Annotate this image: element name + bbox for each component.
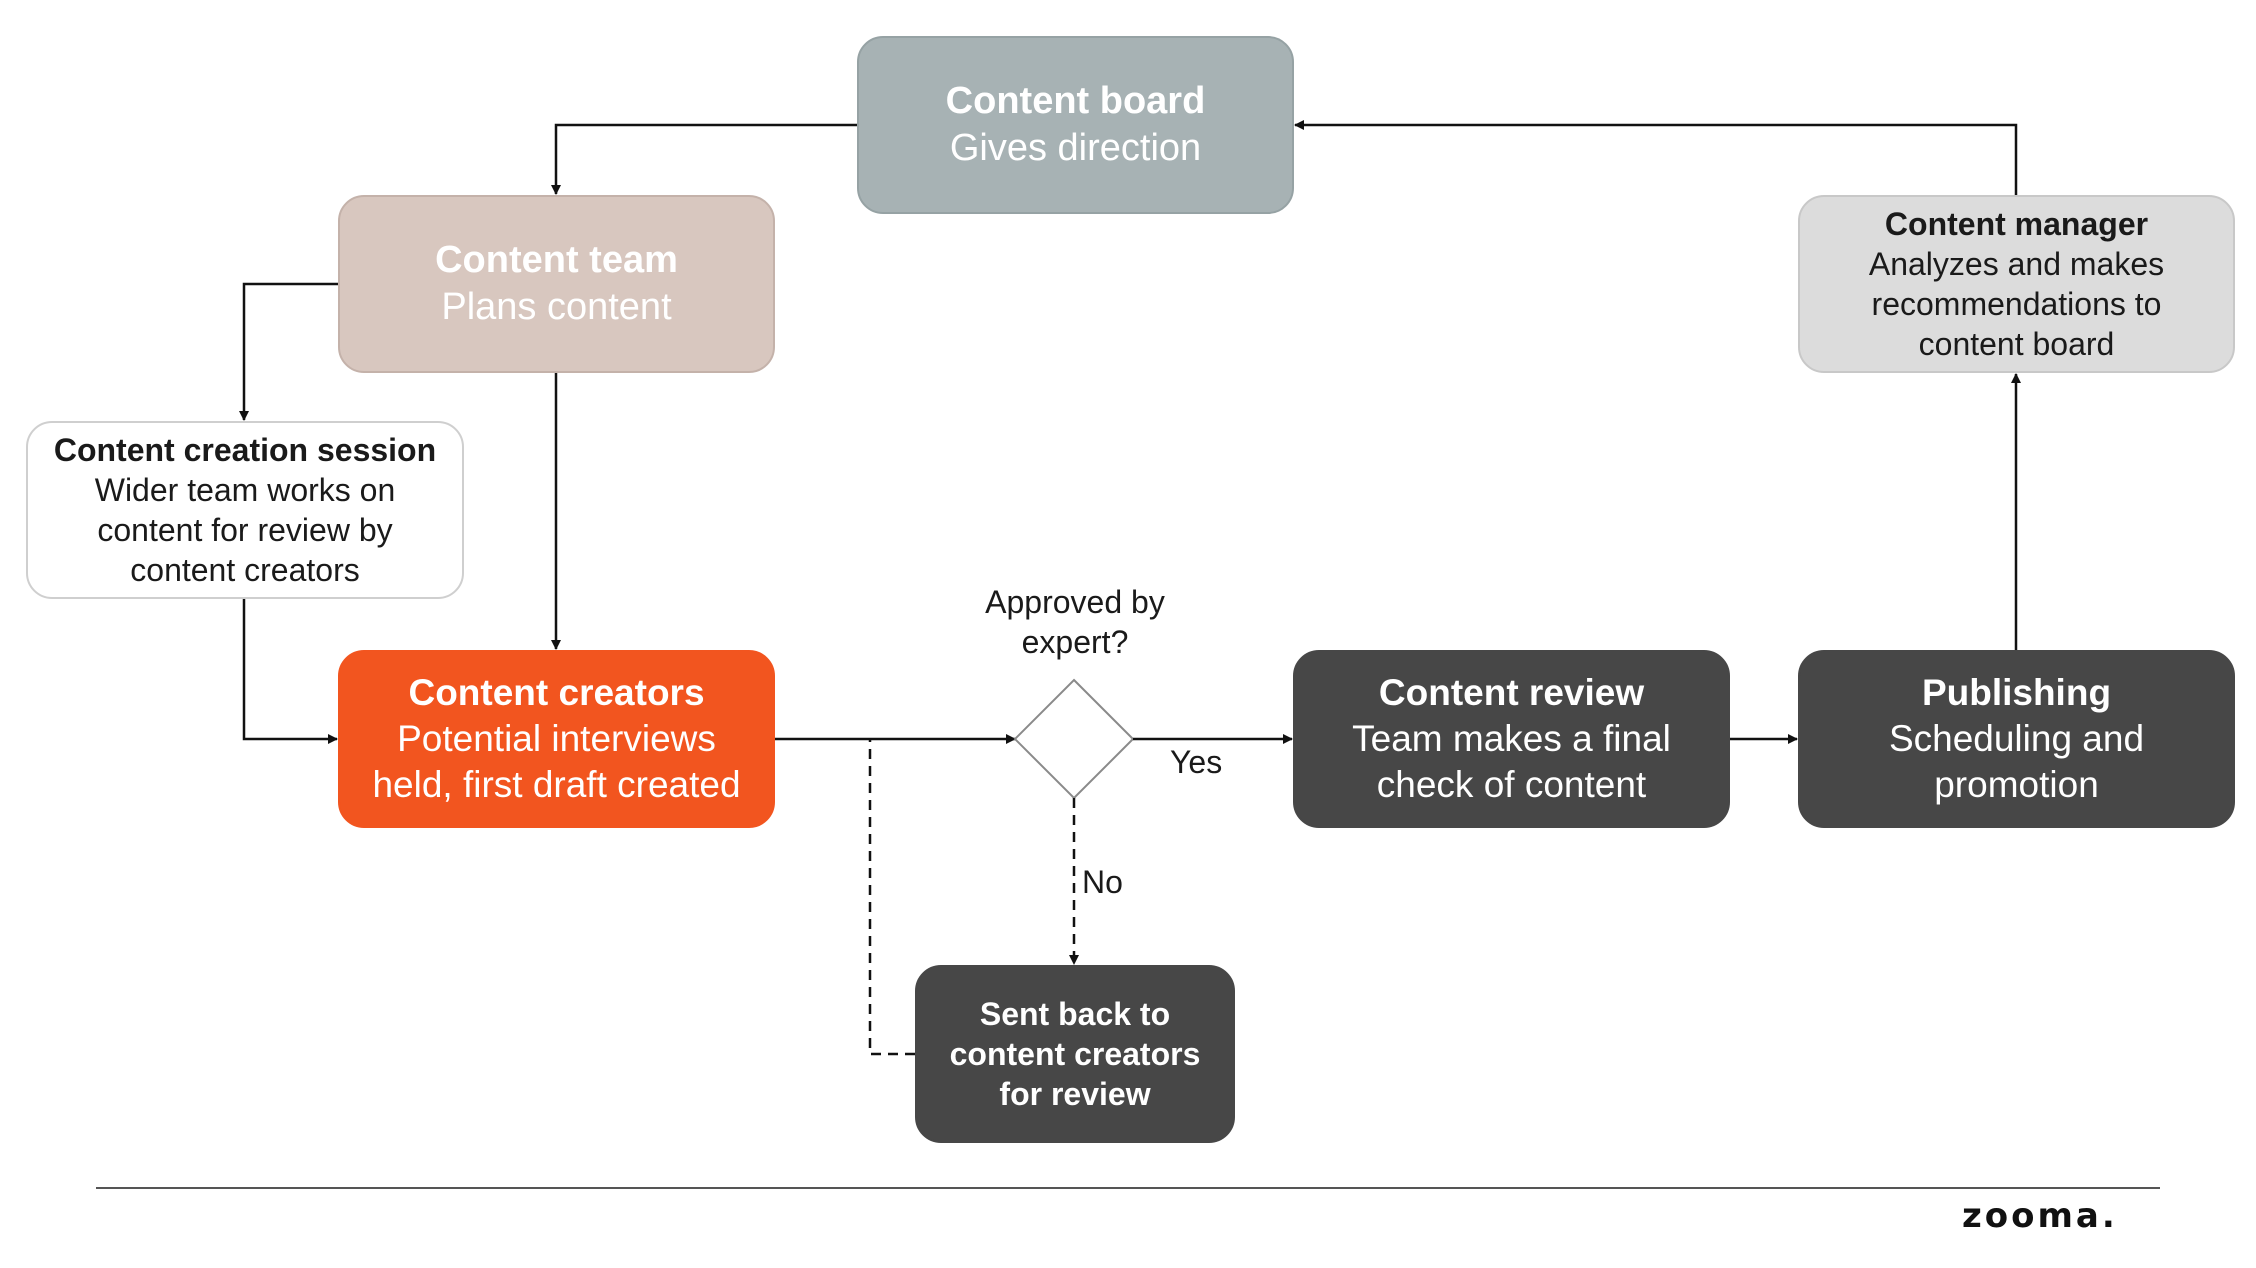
content-creation-session-box: Content creation session Wider team work… bbox=[26, 421, 464, 599]
zooma-logo: zooma. bbox=[1962, 1196, 2118, 1236]
content-review-desc-line: check of content bbox=[1376, 764, 1647, 806]
content-board-desc: Gives direction bbox=[949, 127, 1202, 169]
content-creators-desc-line: Potential interviews bbox=[397, 717, 716, 759]
content-review-desc-line: Team makes a final bbox=[1352, 717, 1671, 759]
sent-back-line: Sent back to bbox=[979, 996, 1171, 1032]
content-creation-session-desc-line: Wider team works on bbox=[94, 472, 396, 508]
content-creators-title: Content creators bbox=[408, 671, 705, 713]
dashed-loop-sentback-to-creators bbox=[868, 739, 915, 1056]
arrow-session-to-creators bbox=[242, 599, 338, 744]
decision-diamond bbox=[1013, 678, 1135, 800]
content-team-title: Content team bbox=[435, 238, 678, 281]
content-manager-desc-line: Analyzes and makes bbox=[1868, 246, 2165, 282]
arrow-manager-to-board bbox=[1294, 120, 2018, 195]
content-creators-box: Content creators Potential interviews he… bbox=[338, 650, 775, 828]
sent-back-line: content creators bbox=[949, 1036, 1201, 1072]
content-team-box: Content team Plans content bbox=[338, 195, 775, 373]
content-creation-session-title: Content creation session bbox=[53, 432, 437, 468]
arrow-team-to-session bbox=[239, 282, 338, 421]
sent-back-box: Sent back to content creators for review bbox=[915, 965, 1235, 1143]
content-creators-desc-line: held, first draft created bbox=[372, 764, 741, 806]
content-manager-box: Content manager Analyzes and makes recom… bbox=[1798, 195, 2235, 373]
publishing-box: Publishing Scheduling and promotion bbox=[1798, 650, 2235, 828]
decision-question-line: expert? bbox=[1021, 624, 1129, 660]
content-board-title: Content board bbox=[945, 79, 1206, 122]
content-team-desc: Plans content bbox=[441, 286, 672, 328]
content-creation-session-desc-line: content creators bbox=[130, 552, 360, 588]
content-manager-desc-line: recommendations to bbox=[1871, 286, 2162, 322]
content-manager-title: Content manager bbox=[1884, 206, 2149, 242]
decision-no-label: No bbox=[1082, 864, 1123, 900]
decision-question: Approved by expert? bbox=[955, 582, 1195, 662]
decision-question-line: Approved by bbox=[985, 584, 1165, 620]
publishing-desc-line: Scheduling and bbox=[1888, 717, 2145, 759]
content-review-box: Content review Team makes a final check … bbox=[1293, 650, 1730, 828]
arrow-board-to-team bbox=[551, 123, 857, 195]
content-manager-desc-line: content board bbox=[1918, 326, 2115, 362]
publishing-title: Publishing bbox=[1921, 671, 2112, 713]
sent-back-line: for review bbox=[999, 1076, 1151, 1112]
publishing-desc-line: promotion bbox=[1934, 764, 2099, 806]
content-creation-session-desc-line: content for review by bbox=[97, 512, 393, 548]
content-review-title: Content review bbox=[1378, 671, 1645, 713]
decision-yes-label: Yes bbox=[1170, 744, 1223, 780]
content-board-box: Content board Gives direction bbox=[857, 36, 1294, 214]
